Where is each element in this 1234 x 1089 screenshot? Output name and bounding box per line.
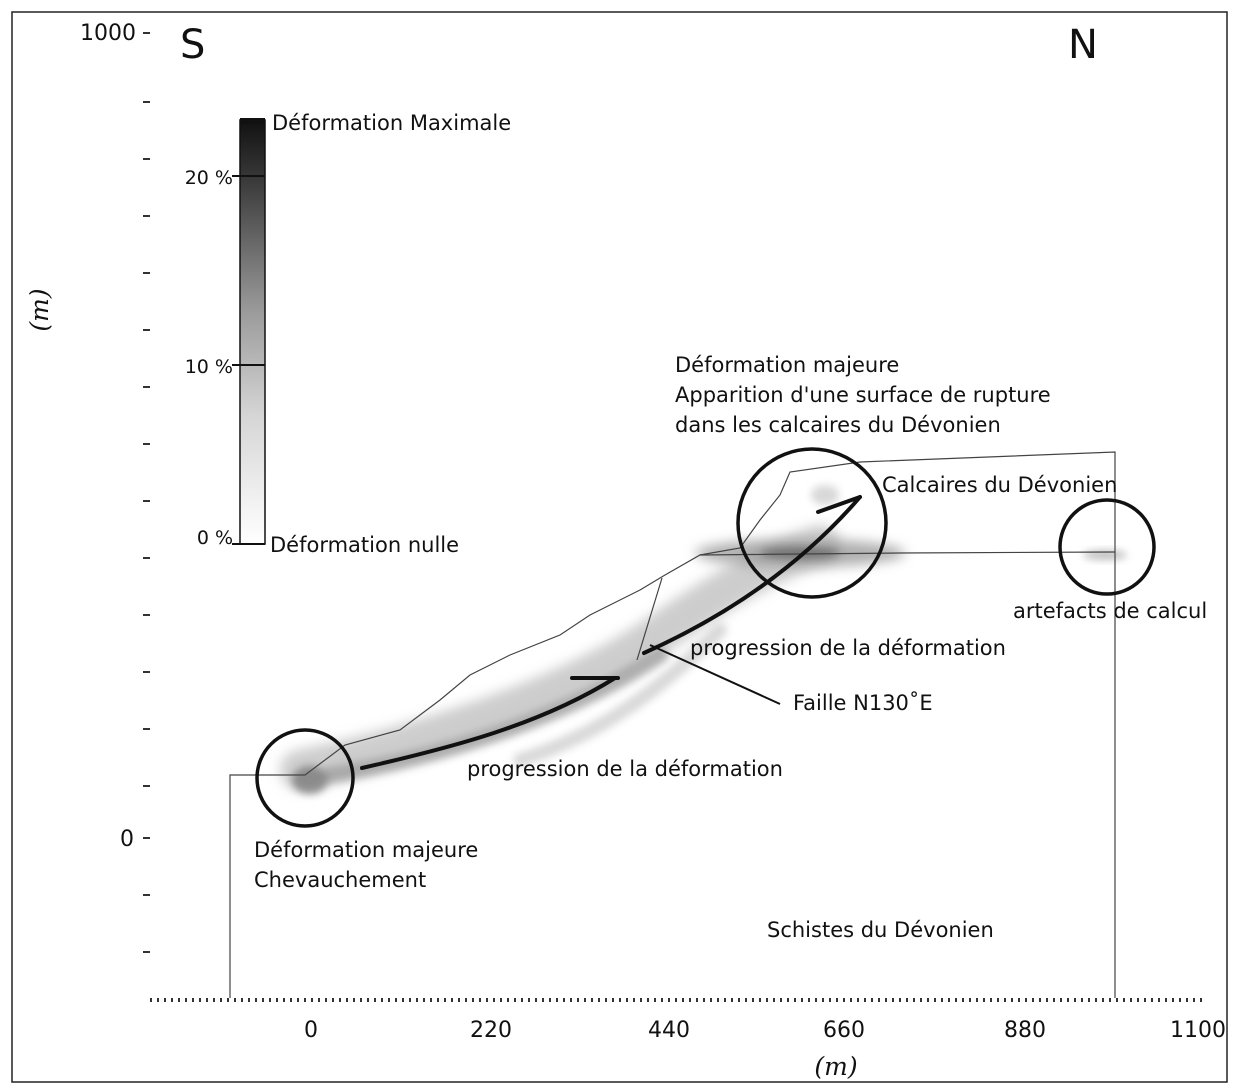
model-outline xyxy=(229,451,1116,998)
upper-major-deformation-line3: dans les calcaires du Dévonien xyxy=(675,413,1001,437)
legend-gradient-bar xyxy=(239,119,266,545)
schist-label: Schistes du Dévonien xyxy=(767,918,994,942)
fault-label: Faille N130˚E xyxy=(793,691,933,715)
lower-major-deformation-line2: Chevauchement xyxy=(254,868,426,892)
lower-major-deformation-title: Déformation majeure xyxy=(254,838,478,862)
figure-frame xyxy=(11,11,1228,1083)
south-label: S xyxy=(180,22,205,68)
north-label: N xyxy=(1068,22,1098,68)
upper-path-hook xyxy=(816,495,862,514)
upper-major-deformation-line2: Apparition d'une surface de rupture xyxy=(675,383,1051,407)
x-tick-220: 220 xyxy=(470,1018,512,1043)
x-tick-440: 440 xyxy=(648,1018,690,1043)
x-tick-0: 0 xyxy=(304,1018,318,1043)
y-tick-1000: 1000 xyxy=(80,21,136,46)
x-tick-660: 660 xyxy=(823,1018,865,1043)
deformation-paths xyxy=(360,495,862,770)
legend-min-label: Déformation nulle xyxy=(270,533,459,557)
legend-max-label: Déformation Maximale xyxy=(272,111,511,135)
x-tick-1100: 1100 xyxy=(1170,1018,1226,1043)
limestone-base-line xyxy=(699,551,1116,556)
lower-progression-label: progression de la déformation xyxy=(467,757,783,781)
highlight-circles xyxy=(255,447,1156,828)
legend-pct-20: 20 % xyxy=(185,167,233,189)
y-axis xyxy=(143,32,150,953)
fault-leader-line xyxy=(649,644,781,705)
lower-deformation-path xyxy=(360,676,617,770)
x-axis-title: (m) xyxy=(814,1052,857,1081)
x-tick-880: 880 xyxy=(1004,1018,1046,1043)
legend-pct-10: 10 % xyxy=(185,356,233,378)
legend-pct-0: 0 % xyxy=(197,527,233,549)
y-tick-0: 0 xyxy=(120,827,134,852)
upper-deformation-path xyxy=(642,495,862,655)
artefacts-label: artefacts de calcul xyxy=(1013,599,1207,623)
deformation-legend: Déformation Maximale 20 % 10 % 0 % Défor… xyxy=(185,111,511,557)
upper-major-deformation-circle xyxy=(736,447,888,599)
upper-progression-label: progression de la déformation xyxy=(690,636,1006,660)
model-geometry xyxy=(229,451,1116,998)
lower-major-deformation-circle xyxy=(255,728,355,828)
y-axis-title: (m) xyxy=(25,288,54,331)
limestone-label: Calcaires du Dévonien xyxy=(882,473,1117,497)
upper-major-deformation-title: Déformation majeure xyxy=(675,353,899,377)
fault-trace xyxy=(636,577,663,661)
artefact-circle xyxy=(1058,498,1156,596)
